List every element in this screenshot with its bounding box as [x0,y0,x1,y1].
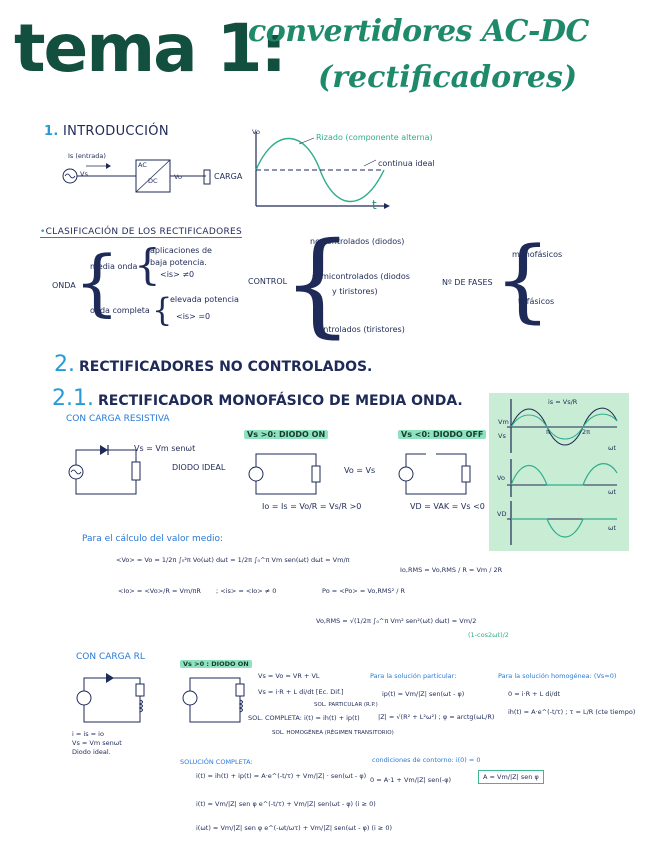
class-media-onda: media onda [90,262,138,271]
intro-ripple-graph [255,132,390,209]
circuit-rl-on [182,677,245,723]
average-eq2: <Io> = <Vo>/R = Vm/πR [118,587,201,595]
average-irms: Io,RMS = Vo,RMS / R = Vm / 2R [400,566,503,574]
wave-pi-label: π [546,428,550,436]
rl-hom-eq2: ih(t) = A·e^(-t/τ) ; τ = L/R (cte tiempo… [508,708,636,716]
sol-eq2: i(t) = Vm/|Z| sen φ e^(-t/τ) + Vm/|Z| se… [196,800,376,808]
section2-heading: 2.RECTIFICADORES NO CONTROLADOS. [54,352,373,377]
class-no-controlados: no controlados (diodos) [310,237,405,246]
average-eq1: <Vo> = Vo = 1/2π ∫₀²π Vo(ωt) dωt = 1/2π … [116,556,350,564]
rl-part-eq2: |Z| = √(R² + L²ω²) ; φ = arctg(ωL/R) [378,713,495,721]
circuit-diode-on [248,453,321,495]
class-trifasicos: trifásicos [518,297,555,306]
rl-heading: CON CARGA RL [76,652,145,662]
wave-vd-label: VD [497,510,507,518]
graph-continua-label: continua ideal [378,159,435,168]
sol-eq3: i(ωt) = Vm/|Z| sen φ e^(-ωt/ωτ) + Vm/|Z|… [196,824,393,832]
sol-head: SOLUCIÓN COMPLETA: [180,758,253,766]
wave-is-label: is = Vs/R [548,398,578,406]
waveform-graphs [507,399,618,545]
intro-dc-label: DC [148,177,158,185]
class-onda-completa-1: elevada potencia [170,295,239,304]
rl-legend-1: i = is = io [72,730,104,738]
rl-part-eq1: ip(t) = Vm/|Z| sen(ωt - φ) [382,690,465,698]
rl-tag: Vs >0 : DIODO ON [180,660,252,668]
wave-vs-label: Vs [498,432,506,440]
class-control: CONTROL [248,277,288,286]
brace-onda-completa: { [152,291,173,329]
average-vrms: Vo,RMS = √(1/2π ∫₀^π Vm² sen²(ωt) dωt) =… [316,617,477,625]
circuit-resistive [68,445,141,495]
intro-carga-label: CARGA [214,172,243,181]
brace-fases: { [494,228,552,333]
brace-onda: { [74,240,120,324]
eq-vd: VD = VAK = Vs <0 [410,502,485,511]
rl-particular-tag: SOL. PARTICULAR (R.P.) [314,702,378,708]
intro-input-label: Is (entrada) [68,152,106,160]
circuit-rl [76,673,145,723]
average-po: Po = <Po> = Vo,RMS² / R [322,587,406,595]
class-onda-completa: onda completa [90,306,150,315]
page-subtitle-parenthetical: (rectificadores) [318,60,578,95]
eq-io: Io = Is = Vo/R = Vs/R >0 [262,502,362,511]
average-eq3: ; <is> = <Io> ≠ 0 [216,587,277,595]
class-controlados: controlados (tiristores) [314,325,405,334]
class-onda-completa-2: <is> =0 [176,312,211,321]
section-intro-heading: 1. INTRODUCCIÓN [44,124,169,139]
rl-complete-tag: SOL. COMPLETA: i(t) = ih(t) + ip(t) [248,714,360,722]
intro-vo-label: Vo [174,173,182,181]
rl-part-head: Para la solución particular: [370,672,457,680]
rl-eq-b: Vs = i·R + L di/dt [Ec. Dif.] [258,688,344,696]
waveform-panel [489,393,629,551]
graph-t-axis: t [372,198,377,212]
rl-hom-eq1: 0 = i·R + L di/dt [508,690,561,698]
page-title: tema 1: [14,10,287,87]
graph-vo-axis: Vo [252,128,260,136]
circuit-diode-off [398,453,471,495]
tag-diodo-on: Vs >0: DIODO ON [244,430,329,439]
diodo-ideal: DIODO IDEAL [172,463,226,472]
bc-eq: 0 = A·1 + Vm/|Z| sen(-φ) [370,776,452,784]
class-fases: Nº DE FASES [442,278,493,287]
class-media-onda-3: <is> ≠0 [160,270,195,279]
rl-eq-a: Vs = Vo = VR + VL [258,672,320,680]
classification-heading: •CLASIFICACIÓN DE LOS RECTIFICADORES [40,227,243,238]
rl-homog-tag: SOL. HOMOGÉNEA (RÉGIMEN TRANSITORIO) [272,730,394,736]
intro-vs-label: Vs [80,170,88,178]
wave-2pi-label: 2π [582,428,591,436]
average-hint: (1-cos2ωt)/2 [468,631,509,639]
wave-wt-3: ωt [608,524,616,532]
sol-eq1: i(t) = ih(t) + ip(t) = A·e^(-t/τ) + Vm/|… [196,772,367,780]
rl-legend-3: Diodo ideal. [72,748,111,756]
page-subtitle: convertidores AC-DC [248,14,589,49]
class-onda: ONDA [52,281,76,290]
brace-control: { [282,219,354,349]
section21-heading: 2.1.RECTIFICADOR MONOFÁSICO DE MEDIA OND… [52,386,463,411]
rl-legend-2: Vs = Vm senωt [72,739,122,747]
class-media-onda-2: baja potencia. [150,258,207,267]
class-monofasicos: monofásicos [512,250,563,259]
section21-sub: CON CARGA RESISTIVA [66,414,170,424]
tag-diodo-off: Vs <0: DIODO OFF [398,430,487,439]
class-media-onda-1: aplicaciones de [150,246,212,255]
rl-hom-head: Para la solución homogénea: (Vs=0) [498,672,617,680]
intro-ac-label: AC [138,161,147,169]
wave-vm-label: Vm [498,418,509,426]
brace-media-onda: { [134,240,161,289]
eq-vo-vs: Vo = Vs [344,466,376,475]
class-semicontrolados-2: y tiristores) [332,287,378,296]
average-intro: Para el cálculo del valor medio: [82,534,224,544]
bc-head: condiciones de contorno: i(0) = 0 [372,756,481,764]
bc-result: A = Vm/|Z| sen φ [478,770,544,784]
class-semicontrolados-1: semicontrolados (diodos [312,272,410,281]
eq-vs: Vs = Vm senωt [134,444,196,453]
wave-wt-1: ωt [608,444,616,452]
wave-vo-label: Vo [497,474,505,482]
intro-block-diagram [62,159,211,193]
graph-ripple-label: Rizado (componente alterna) [316,133,433,142]
wave-wt-2: ωt [608,488,616,496]
